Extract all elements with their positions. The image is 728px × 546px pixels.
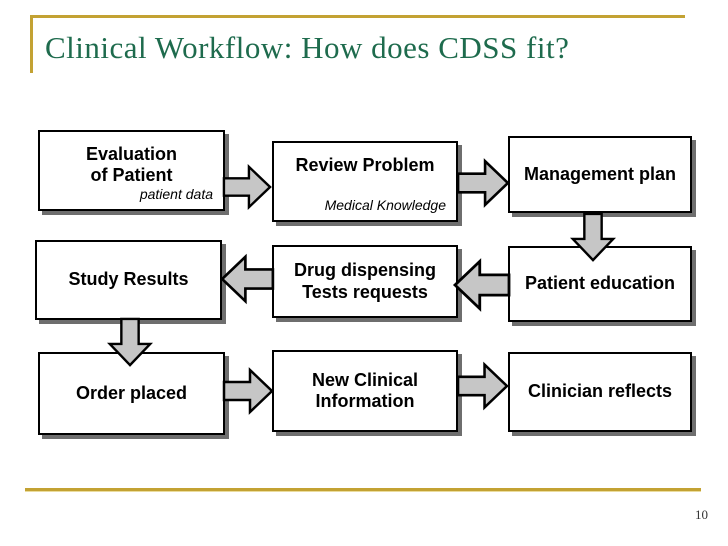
- box-label-group: Drug dispensing Tests requests: [274, 260, 456, 302]
- box-label: of Patient: [90, 165, 173, 186]
- arrow-right-order-to-newinfo-icon: [222, 367, 274, 415]
- box-label: Clinician reflects: [527, 381, 673, 402]
- box-label-group: Clinician reflects: [510, 381, 690, 402]
- box-label-group: Review Problem: [274, 155, 456, 176]
- box-label-group: Management plan: [510, 164, 690, 185]
- flow-box-patient-education: Patient education: [508, 246, 692, 322]
- arrow-left-education-to-drug-icon: [452, 258, 511, 312]
- box-label: Tests requests: [302, 281, 428, 302]
- header-rule-horizontal: [30, 15, 685, 18]
- box-label-group: Evaluation of Patient: [40, 144, 223, 186]
- slide-title: Clinical Workflow: How does CDSS fit?: [45, 30, 570, 65]
- arrow-right-review-to-management-icon: [456, 158, 510, 208]
- box-label: New Clinical: [311, 369, 419, 390]
- header-rule-vertical: [30, 15, 33, 73]
- flow-box-study-results: Study Results: [35, 240, 222, 320]
- arrow-right-evaluation-to-review-icon: [222, 163, 272, 211]
- box-annotation: Medical Knowledge: [324, 197, 446, 213]
- page-number: 10: [695, 507, 708, 522]
- flow-box-new-clinical-information: New Clinical Information: [272, 350, 458, 432]
- box-label: Drug dispensing: [293, 260, 436, 281]
- box-label: Study Results: [68, 269, 189, 290]
- box-label-group: Patient education: [510, 273, 690, 294]
- box-label-group: Order placed: [40, 383, 223, 404]
- flow-box-evaluation-of-patient: Evaluation of Patient patient data: [38, 130, 225, 211]
- flow-box-review-problem: Review Problem Medical Knowledge: [272, 141, 458, 222]
- footer-rule: [25, 488, 701, 492]
- arrow-left-drug-to-study-icon: [220, 253, 275, 305]
- flow-box-clinician-reflects: Clinician reflects: [508, 352, 692, 432]
- arrow-down-study-to-order-icon: [106, 317, 154, 367]
- box-label: Management plan: [523, 163, 677, 184]
- arrow-right-newinfo-to-reflects-icon: [456, 361, 509, 411]
- box-label: Information: [315, 391, 415, 411]
- flow-box-drug-dispensing-tests-requests: Drug dispensing Tests requests: [272, 245, 458, 318]
- box-label-group: Study Results: [37, 269, 220, 290]
- flow-box-management-plan: Management plan: [508, 136, 692, 213]
- box-label: Review Problem: [295, 155, 435, 175]
- box-label-group: New Clinical Information: [274, 370, 456, 412]
- box-label: Order placed: [75, 382, 188, 403]
- box-label: Patient education: [524, 273, 676, 294]
- box-label: Evaluation: [85, 144, 178, 164]
- arrow-down-management-to-education-icon: [569, 212, 617, 262]
- flow-box-order-placed: Order placed: [38, 352, 225, 435]
- box-annotation: patient data: [139, 186, 213, 202]
